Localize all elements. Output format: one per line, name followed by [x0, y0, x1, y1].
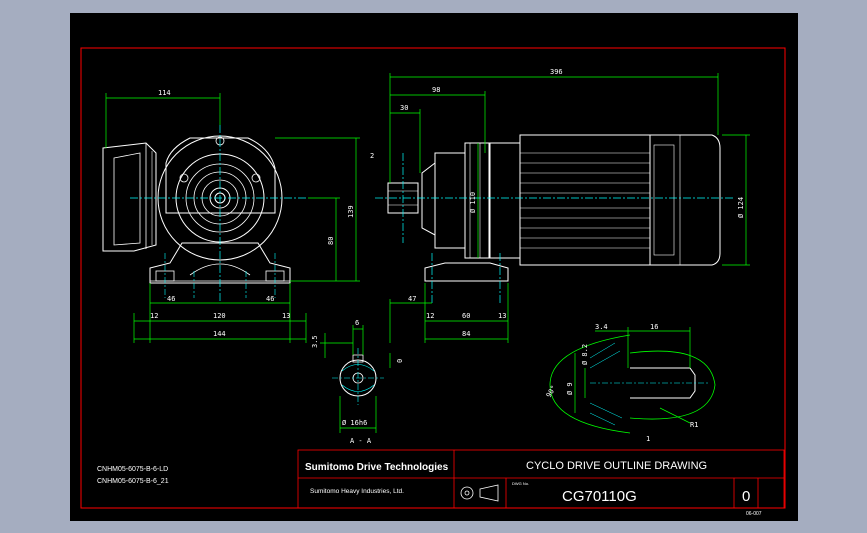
side-view-dimensions — [389, 73, 750, 343]
dim-3-4: 3.4 — [595, 323, 608, 331]
dim-46a: 46 — [167, 295, 175, 303]
drawing-number: CG70110G — [562, 488, 637, 505]
detail-label: 1 — [646, 435, 650, 443]
dim-98: 98 — [432, 86, 440, 94]
dim-80: 80 — [327, 237, 335, 245]
dim-side-13: 13 — [498, 312, 506, 320]
dim-key-0: 0 — [396, 359, 404, 363]
dim-139: 139 — [347, 205, 355, 218]
dim-144: 144 — [213, 330, 226, 338]
dim-r1: R1 — [690, 421, 698, 429]
dim-key-6: 6 — [355, 319, 359, 327]
model-line-2: CNHM05-6075-B-6_21 — [97, 478, 169, 485]
dim-30: 30 — [400, 104, 408, 112]
side-view-centerlines — [375, 153, 735, 303]
dim-60: 60 — [462, 312, 470, 320]
dim-shaft-dia: Ø 110 — [469, 192, 477, 213]
dim-120: 120 — [213, 312, 226, 320]
dim-9: Ø 9 — [566, 382, 574, 395]
dim-114: 114 — [158, 89, 171, 97]
drawing-no-label: DWG No. — [512, 481, 529, 486]
revision: 0 — [742, 488, 750, 505]
brand-sub: Sumitomo Heavy Industries, Ltd. — [310, 488, 404, 495]
dim-90deg: 90° — [545, 384, 558, 399]
dim-13: 13 — [282, 312, 290, 320]
section-a-a: 6 3.5 0 Ø 16h6 A - A — [311, 319, 404, 445]
dim-key-3-5: 3.5 — [311, 335, 319, 348]
drawing-code-small: 06-007 — [746, 511, 762, 517]
dim-8-2: Ø 8.2 — [581, 344, 589, 365]
side-view — [387, 134, 721, 282]
dim-84: 84 — [462, 330, 470, 338]
drawing-frame — [80, 47, 786, 509]
dim-396: 396 — [550, 68, 563, 76]
brand-name: Sumitomo Drive Technologies — [305, 462, 449, 473]
dim-46b: 46 — [266, 295, 274, 303]
dim-side-12: 12 — [426, 312, 434, 320]
model-line-1: CNHM05-6075-B-6-LD — [97, 466, 168, 473]
cad-viewport[interactable]: 114 139 80 46 46 12 120 13 144 — [70, 13, 798, 521]
dim-12: 12 — [150, 312, 158, 320]
front-view-dimensions — [105, 93, 360, 343]
section-label: A - A — [350, 437, 372, 445]
dim-47: 47 — [408, 295, 416, 303]
dim-shaft-section: Ø 16h6 — [342, 419, 367, 427]
detail-view: 3.4 16 Ø 8.2 90° Ø 9 1 R1 — [545, 323, 716, 443]
outline-drawing: 114 139 80 46 46 12 120 13 144 — [80, 47, 786, 517]
projection-symbol — [460, 484, 499, 502]
drawing-title: CYCLO DRIVE OUTLINE DRAWING — [526, 460, 707, 472]
dim-16: 16 — [650, 323, 658, 331]
front-view — [102, 125, 308, 303]
dim-motor-dia: Ø 124 — [737, 197, 745, 218]
title-block — [297, 449, 785, 509]
label-2: 2 — [370, 152, 374, 160]
